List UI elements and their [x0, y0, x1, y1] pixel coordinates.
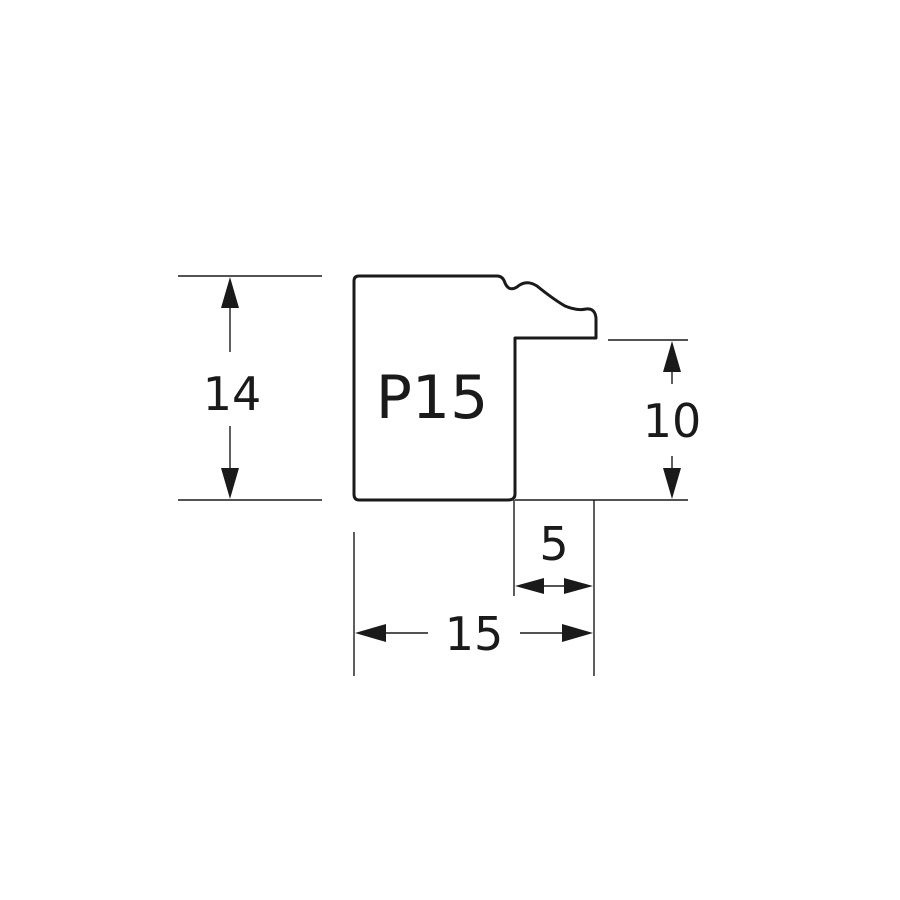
arrow-down-icon [663, 468, 681, 499]
arrow-right-icon [564, 578, 593, 594]
arrow-left-icon [515, 578, 544, 594]
width-total-dimension: 15 [353, 532, 593, 676]
arrow-up-icon [663, 341, 681, 372]
arrow-up-icon [221, 277, 239, 308]
height-total-dimension: 14 [178, 275, 322, 501]
arrow-right-icon [562, 624, 593, 642]
height-rebate-label: 10 [643, 394, 702, 448]
height-total-label: 14 [203, 367, 262, 421]
height-rebate-dimension: 10 [515, 339, 702, 501]
arrow-down-icon [221, 468, 239, 499]
width-rebate-label: 5 [539, 517, 568, 571]
width-total-label: 15 [445, 607, 504, 661]
arrow-left-icon [355, 624, 386, 642]
width-rebate-dimension: 5 [513, 500, 595, 676]
profile-outline [352, 274, 598, 502]
profile-code-label: P15 [376, 363, 489, 433]
